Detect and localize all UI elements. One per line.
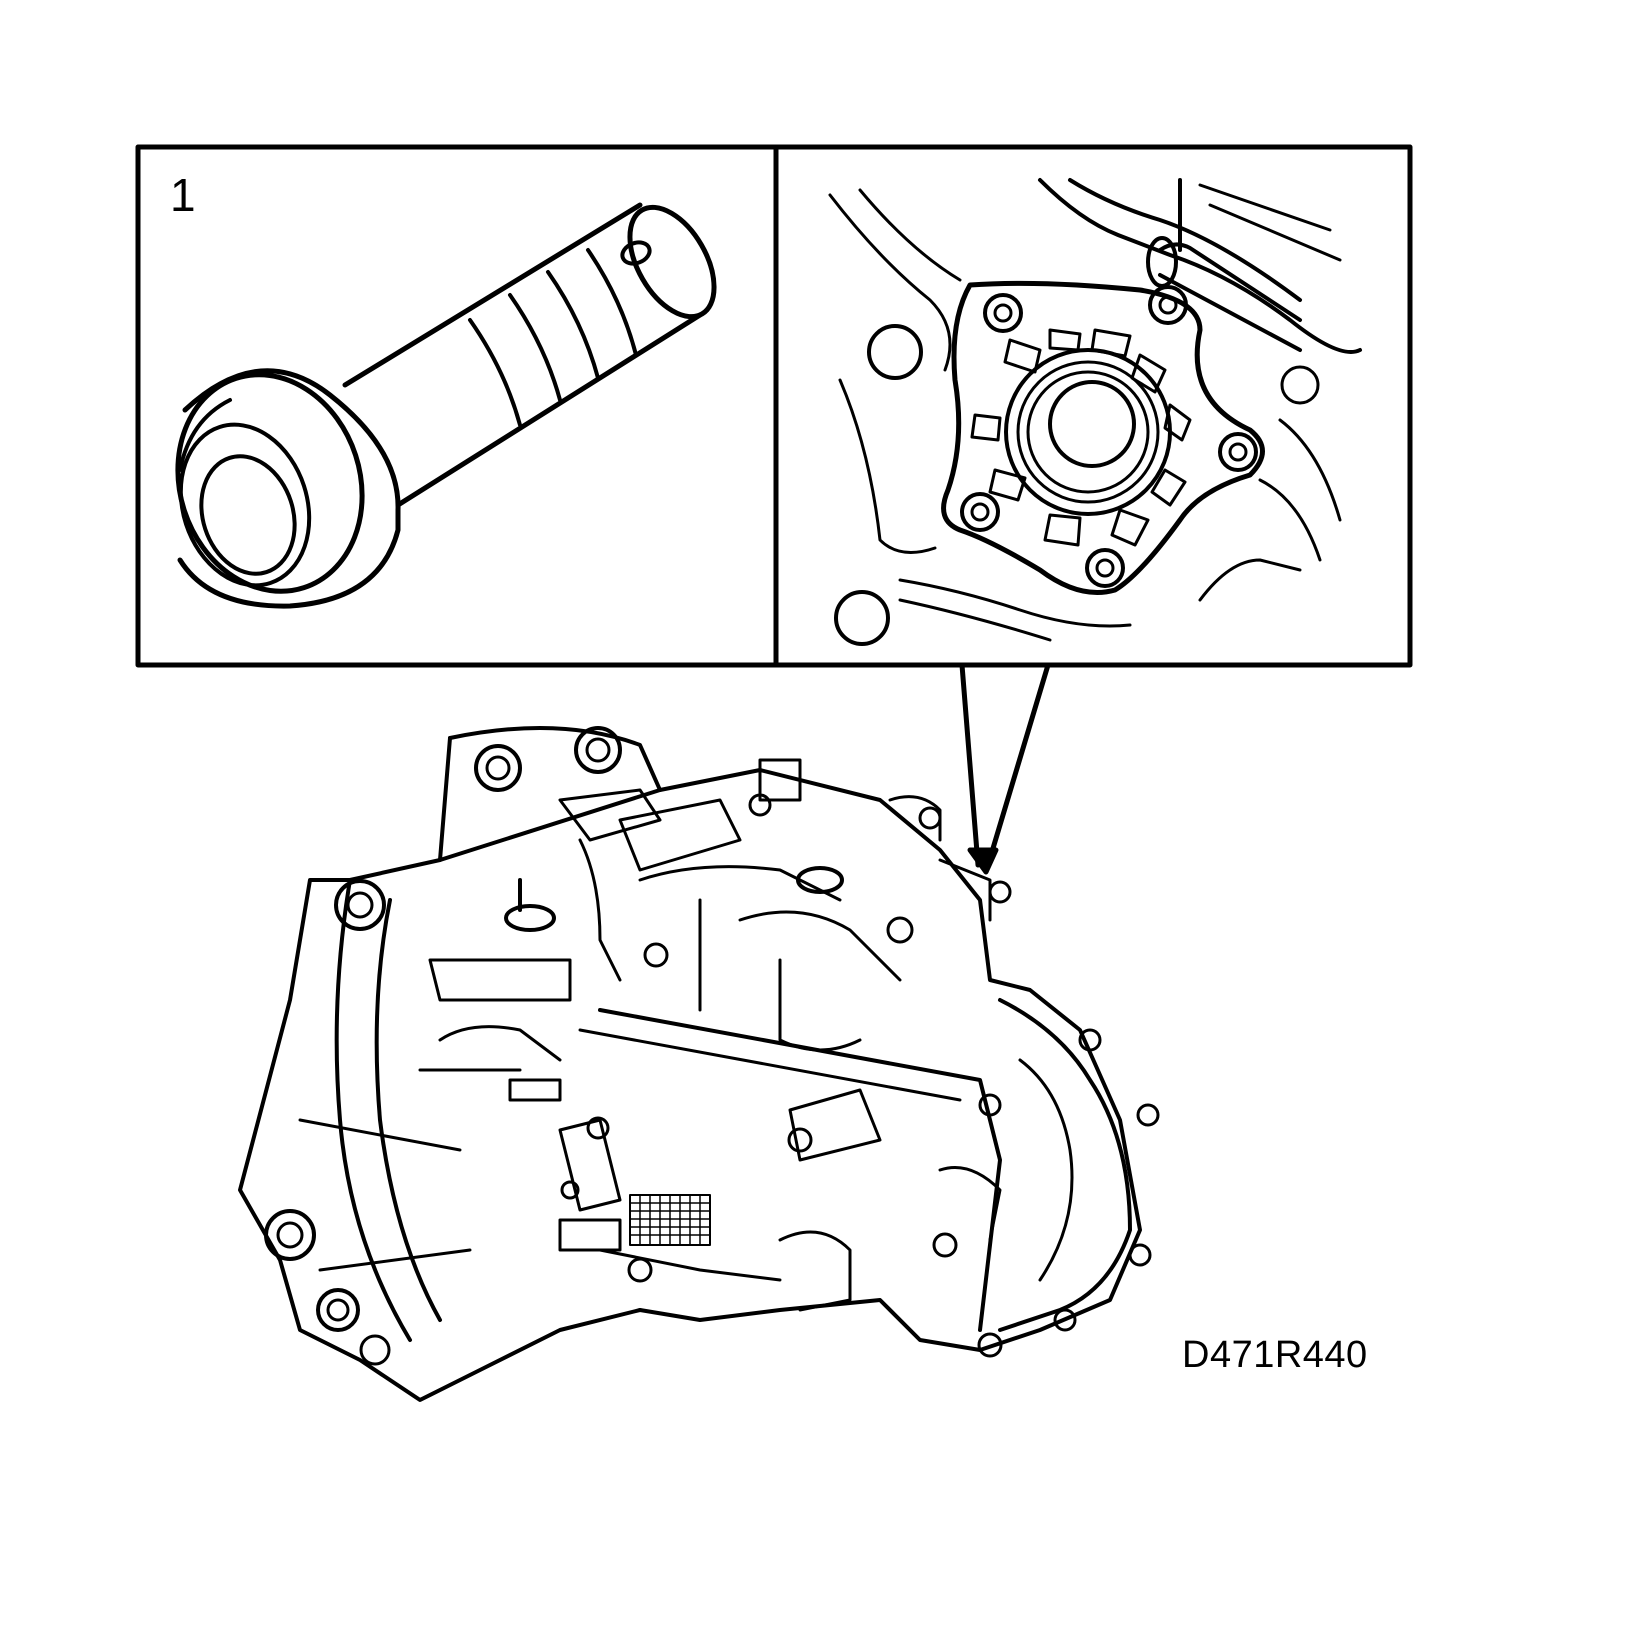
- figure-code: D471R440: [1182, 1334, 1368, 1376]
- gearbox-drawing: [238, 726, 1160, 1402]
- special-tool-drawing: [175, 202, 717, 609]
- mesh-grille: [629, 1194, 711, 1246]
- detail-leader: [959, 662, 1051, 875]
- inset-frame: [135, 144, 1413, 668]
- tool-callout-number: 1: [170, 169, 196, 221]
- gearbox-bolts: [560, 793, 1160, 1358]
- bearing-housing-drawing: [828, 178, 1362, 646]
